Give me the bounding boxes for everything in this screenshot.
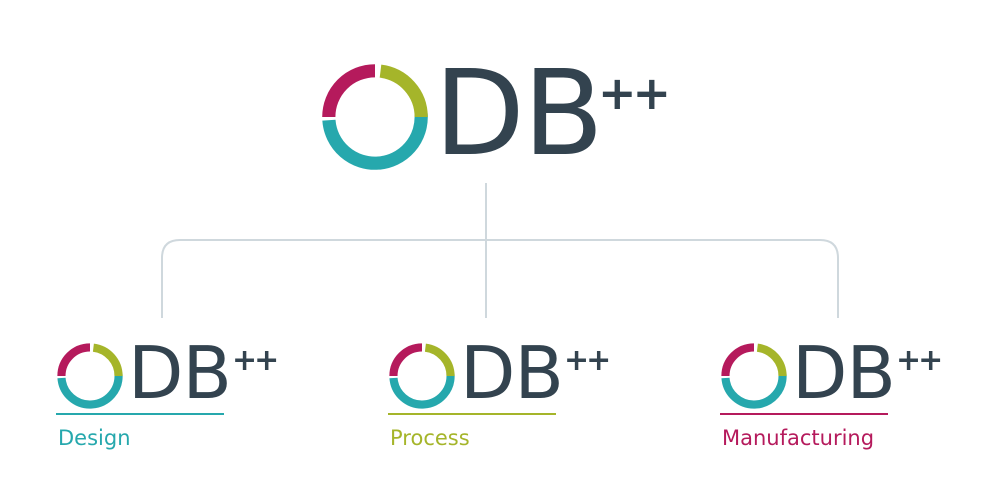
odb-ring-icon xyxy=(389,343,455,409)
manufacturing-label: Manufacturing xyxy=(722,426,875,450)
process-label: Process xyxy=(390,426,470,450)
connector-branch-bar xyxy=(161,239,839,318)
process-logo-plus-text: ++ xyxy=(564,343,611,378)
manufacturing-logo-plus-text: ++ xyxy=(896,343,943,378)
main-odb-logo: DB ++ xyxy=(320,54,690,178)
process-odb-logo: DB ++ xyxy=(388,331,628,420)
main-logo-db-text: DB xyxy=(434,44,604,182)
design-underline xyxy=(56,413,224,415)
process-logo-db-text: DB xyxy=(460,331,564,415)
main-logo-plus-text: ++ xyxy=(598,66,671,120)
manufacturing-underline xyxy=(720,413,888,415)
manufacturing-odb-logo: DB ++ xyxy=(720,331,960,420)
design-odb-logo: DB ++ xyxy=(56,331,296,420)
design-label: Design xyxy=(58,426,131,450)
odb-ring-icon xyxy=(322,64,428,170)
process-underline xyxy=(388,413,556,415)
odb-ring-icon xyxy=(721,343,787,409)
manufacturing-logo-db-text: DB xyxy=(792,331,896,415)
odb-ring-icon xyxy=(57,343,123,409)
design-logo-plus-text: ++ xyxy=(232,343,279,378)
design-logo-db-text: DB xyxy=(128,331,232,415)
